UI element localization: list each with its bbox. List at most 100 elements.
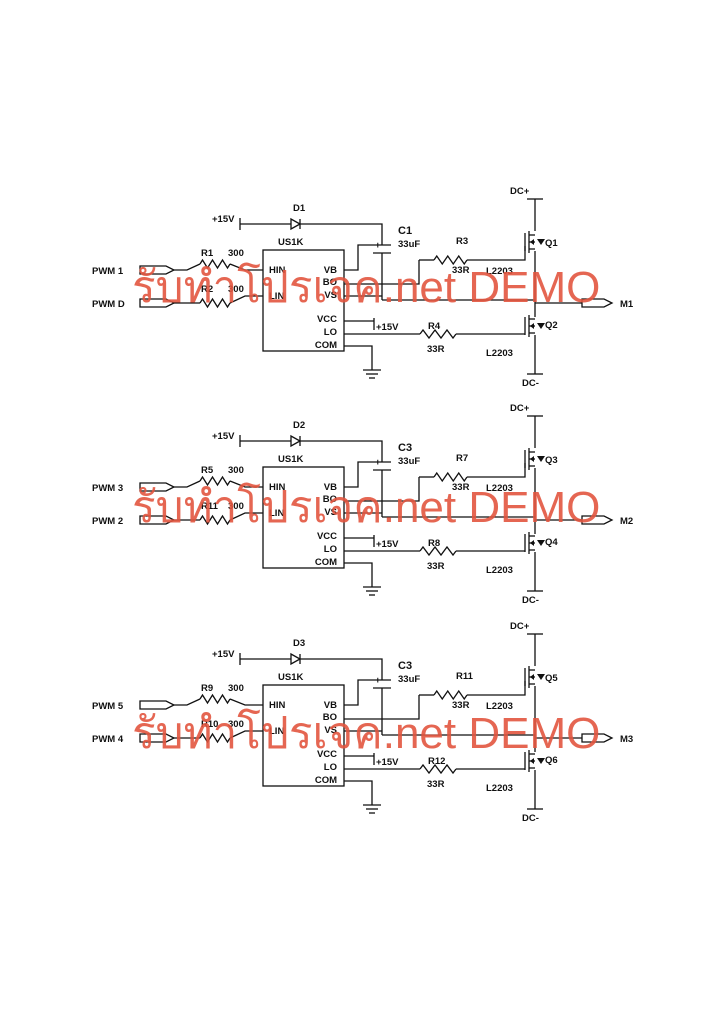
cap-value-label: 33uF: [398, 456, 420, 467]
pin-com: COM: [315, 557, 337, 568]
r-low-value: 33R: [427, 561, 445, 572]
cap-value-label: 33uF: [398, 674, 420, 685]
q-high-part-label: L2203: [486, 266, 513, 277]
input-label-1: PWM 5: [92, 701, 124, 712]
ho-wire: [344, 477, 420, 502]
watermark-2: รับทำโปรเจค.net DEMO: [132, 482, 600, 532]
mosfet-high-icon: [530, 239, 534, 245]
r-low-value: 33R: [427, 779, 445, 790]
dc-plus-label: DC+: [510, 403, 530, 414]
dc-minus-label: DC-: [522, 595, 539, 606]
vb-wire: [344, 461, 373, 488]
cap-plus-label: +: [375, 240, 381, 251]
resistor-in2-icon: [199, 514, 231, 526]
dc-plus-label: DC+: [510, 621, 530, 632]
mosfet-low-icon: [537, 323, 545, 329]
in2-wire: [229, 295, 263, 304]
r-high-label: R7: [456, 453, 468, 464]
r-in2-label: R11: [201, 501, 219, 512]
pin-com: COM: [315, 340, 337, 351]
boot-wire: [300, 223, 383, 245]
r-in2-label: R10: [201, 719, 218, 730]
cap-plus-label: +: [375, 675, 381, 686]
watermark-3: รับทำโปรเจค.net DEMO: [132, 708, 600, 758]
pin-vcc: VCC: [317, 531, 337, 542]
boot-wire: [300, 658, 383, 680]
input-label-2: PWM D: [92, 299, 125, 310]
resistor-low-icon: [419, 328, 457, 340]
r-in1-label: R5: [201, 465, 214, 476]
resistor-in1-icon: [199, 258, 231, 270]
q-high-label: Q1: [545, 238, 558, 249]
gate-driver-ic: [262, 249, 345, 352]
ic-label: US1K: [278, 454, 303, 465]
r-low-label: R8: [428, 538, 440, 549]
supply-label: +15V: [212, 214, 235, 225]
pin-vs: VS: [324, 507, 337, 518]
r-in2-value: 300: [228, 501, 244, 512]
pin-vb: VB: [324, 482, 337, 493]
mosfet-high-icon: [537, 456, 545, 462]
mosfet-low-icon: [530, 540, 534, 546]
q-low-label: Q6: [545, 755, 558, 766]
q-low-part-label: L2203: [486, 783, 513, 794]
mosfet-high-icon: [530, 456, 534, 462]
com-wire: [344, 345, 373, 370]
diode-label: D3: [293, 638, 305, 649]
in1-wire: [229, 480, 263, 488]
input-port-1: [139, 482, 176, 492]
resistor-in2-icon: [199, 297, 231, 309]
pin-vs: VS: [324, 290, 337, 301]
input-label-2: PWM 4: [92, 734, 124, 745]
r-high-label: R11: [456, 671, 474, 682]
diode-icon: [290, 434, 302, 448]
pin-lo: LO: [324, 544, 337, 555]
r-in1-value: 300: [228, 465, 244, 476]
mosfet-low-icon: [537, 758, 545, 764]
supply-low-label: +15V: [376, 539, 399, 550]
q-low-part-label: L2203: [486, 348, 513, 359]
ic-label: US1K: [278, 672, 303, 683]
r-in1-label: R1: [201, 248, 214, 259]
cap-name-label: C1: [398, 225, 412, 237]
supply-low-label: +15V: [376, 322, 399, 333]
r-in1-value: 300: [228, 248, 244, 259]
r-low-label: R12: [428, 756, 445, 767]
gate-high-wire: [467, 463, 526, 478]
com-wire: [344, 780, 373, 805]
diode-label: D1: [293, 203, 306, 214]
supply-low-label: +15V: [376, 757, 399, 768]
input-label-1: PWM 1: [92, 266, 124, 277]
dc-plus-label: DC+: [510, 186, 530, 197]
q-high-label: Q5: [545, 673, 558, 684]
pin-vcc: VCC: [317, 749, 337, 760]
pin-com: COM: [315, 775, 337, 786]
pin-bo: BO: [323, 712, 337, 723]
pin-hin: HIN: [269, 482, 286, 493]
pin-lin: LIN: [269, 726, 284, 737]
mosfet-high-icon: [530, 674, 534, 680]
cap-plus-label: +: [375, 457, 381, 468]
pin-lo: LO: [324, 327, 337, 338]
q-high-part-label: L2203: [486, 483, 513, 494]
gate-high-wire: [467, 681, 526, 696]
output-label: M2: [620, 516, 633, 527]
r-high-value: 33R: [452, 482, 470, 493]
input-port-1: [139, 700, 176, 710]
pin-hin: HIN: [269, 265, 286, 276]
gate-driver-ic: [262, 466, 345, 569]
vb-wire: [344, 244, 373, 271]
resistor-in2-icon: [199, 732, 231, 744]
in1-wire: [229, 263, 263, 271]
com-wire: [344, 562, 373, 587]
supply-label: +15V: [212, 431, 235, 442]
in2-wire: [229, 512, 263, 521]
q-high-label: Q3: [545, 455, 558, 466]
resistor-high-icon: [433, 471, 468, 483]
r-high-value: 33R: [452, 265, 470, 276]
pin-hin: HIN: [269, 700, 286, 711]
in1-wire: [229, 698, 263, 706]
mosfet-low-icon: [530, 323, 534, 329]
q-high-part-label: L2203: [486, 701, 513, 712]
bridge-stage-1: DC+Q1L2203Q2L2203DC-M1R333RR433RUS1KHINL…: [92, 186, 634, 389]
